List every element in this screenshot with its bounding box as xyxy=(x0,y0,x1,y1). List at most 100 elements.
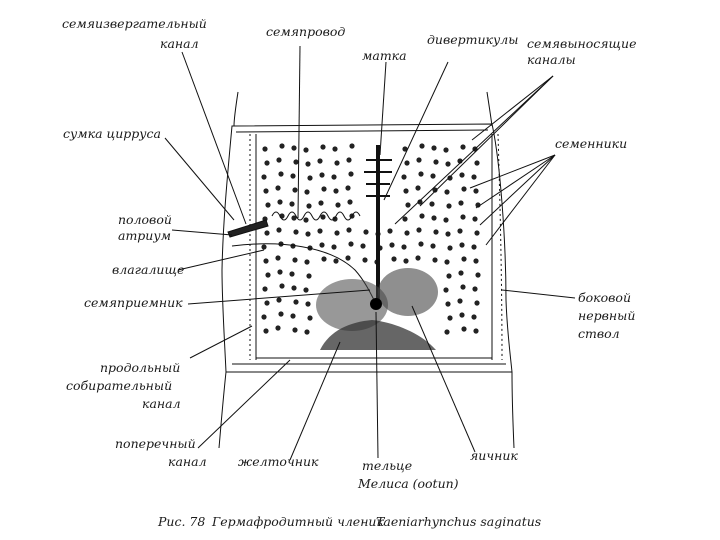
leader-lines xyxy=(165,46,575,460)
testis-dot xyxy=(304,329,309,334)
testis-dot xyxy=(290,173,295,178)
testis-dot xyxy=(473,258,478,263)
testis-dot xyxy=(461,256,466,261)
testis-dot xyxy=(279,143,284,148)
testis-dot xyxy=(331,244,336,249)
mehlis-gland xyxy=(370,298,382,310)
testis-dot xyxy=(333,258,338,263)
testis-dot xyxy=(278,311,283,316)
testis-dot xyxy=(277,199,282,204)
label-sperm-duct: семяпровод xyxy=(266,24,345,39)
testis-dot xyxy=(401,174,406,179)
testis-dot xyxy=(471,314,476,319)
testis-dot xyxy=(387,228,392,233)
testis-dot xyxy=(317,228,322,233)
testis-dot xyxy=(319,242,324,247)
sperm-duct xyxy=(272,212,360,220)
testis-dot xyxy=(303,287,308,292)
label-cirrus-sac: сумка цирруса xyxy=(63,126,161,141)
testis-dot xyxy=(401,244,406,249)
testis-dot xyxy=(304,259,309,264)
testis-dot xyxy=(360,243,365,248)
testis-dot xyxy=(293,159,298,164)
testis-dot xyxy=(263,258,268,263)
testis-dot xyxy=(419,143,424,148)
label-longitudinal-canal-2: собирательный xyxy=(66,378,172,393)
testis-dot xyxy=(445,161,450,166)
testis-dot xyxy=(318,200,323,205)
testis-dot xyxy=(320,144,325,149)
label-genital-atrium-2: атриум xyxy=(118,228,171,243)
testis-dot xyxy=(263,188,268,193)
cirrus-sac xyxy=(228,220,268,237)
testis-dot xyxy=(331,174,336,179)
testis-dot xyxy=(445,301,450,306)
testis-dot xyxy=(419,213,424,218)
testis-dot xyxy=(415,185,420,190)
testis-dot xyxy=(445,231,450,236)
testis-dot xyxy=(418,241,423,246)
testis-dot xyxy=(321,186,326,191)
testis-dot xyxy=(291,145,296,150)
testis-dot xyxy=(262,146,267,151)
testis-dot xyxy=(275,325,280,330)
testis-dot xyxy=(362,257,367,262)
testis-dot xyxy=(279,283,284,288)
testis-dot xyxy=(431,145,436,150)
testis-dot xyxy=(346,157,351,162)
testis-dot xyxy=(277,269,282,274)
label-vasa-efferentia-1: семявыносящие xyxy=(527,36,637,51)
testis-dot xyxy=(332,146,337,151)
label-lateral-nerve-3: ствол xyxy=(578,326,620,341)
testis-dot xyxy=(263,328,268,333)
caption-prefix: Рис. 78 xyxy=(157,514,205,529)
testis-dot xyxy=(335,202,340,207)
testis-dot xyxy=(275,255,280,260)
label-vitellarium: желточник xyxy=(238,454,319,469)
caption-title: Гермафродитный членик xyxy=(211,514,384,529)
testis-dot xyxy=(305,161,310,166)
testis-dot xyxy=(278,171,283,176)
testis-dot xyxy=(473,328,478,333)
label-ovary: яичник xyxy=(470,448,518,463)
testis-dot xyxy=(459,312,464,317)
testis-dot xyxy=(459,242,464,247)
testis-dot xyxy=(403,258,408,263)
testis-dot xyxy=(475,272,480,277)
testis-dot xyxy=(264,160,269,165)
testis-dot xyxy=(458,200,463,205)
testis-dot xyxy=(460,284,465,289)
testis-dot xyxy=(289,201,294,206)
testis-dot xyxy=(447,315,452,320)
testis-dot xyxy=(264,230,269,235)
testis-dot xyxy=(461,326,466,331)
testis-dot xyxy=(474,160,479,165)
label-ejaculatory-canal-1: семяизвергательный xyxy=(62,16,207,31)
label-longitudinal-canal-3: канал xyxy=(142,396,181,411)
testis-dot xyxy=(265,272,270,277)
testis-dot xyxy=(261,244,266,249)
testis-dot xyxy=(444,259,449,264)
testis-dot xyxy=(307,175,312,180)
testis-dot xyxy=(430,173,435,178)
testis-dot xyxy=(460,144,465,149)
testis-dot xyxy=(334,160,339,165)
testis-dot xyxy=(431,215,436,220)
testis-dot xyxy=(432,257,437,262)
testis-dot xyxy=(333,188,338,193)
testis-dot xyxy=(261,174,266,179)
testis-dot xyxy=(443,217,448,222)
testis-dot xyxy=(458,270,463,275)
testis-dot xyxy=(460,214,465,219)
testis-dot xyxy=(433,159,438,164)
testis-dot xyxy=(472,216,477,221)
testis-dot xyxy=(433,229,438,234)
testis-dot xyxy=(276,297,281,302)
testis-dot xyxy=(444,329,449,334)
testis-dot xyxy=(306,203,311,208)
testis-dot xyxy=(471,244,476,249)
testis-dot xyxy=(303,217,308,222)
testis-dot xyxy=(292,257,297,262)
testis-dot xyxy=(321,256,326,261)
label-lateral-nerve-1: боковой xyxy=(578,290,631,305)
